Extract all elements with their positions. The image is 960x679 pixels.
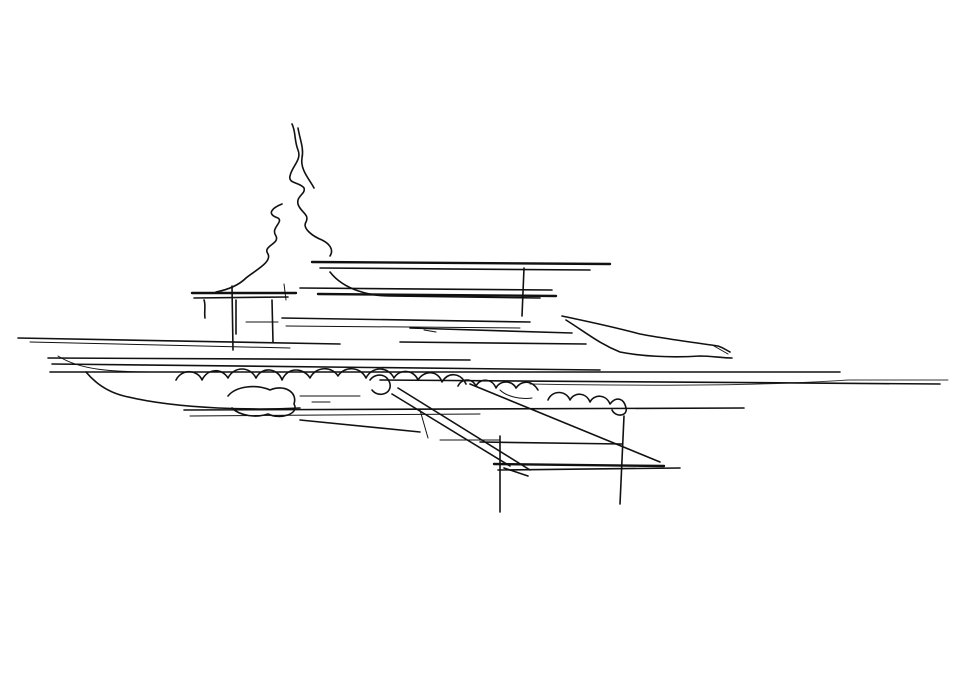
shrub-line [175,367,627,416]
diagonal-pier [391,383,681,513]
horizon-lines [17,337,949,410]
building-slabs [281,260,612,345]
left-platform [190,283,298,351]
foreground-band [183,385,745,439]
tower-squiggle [215,123,333,293]
right-landscape-waves [561,315,733,359]
